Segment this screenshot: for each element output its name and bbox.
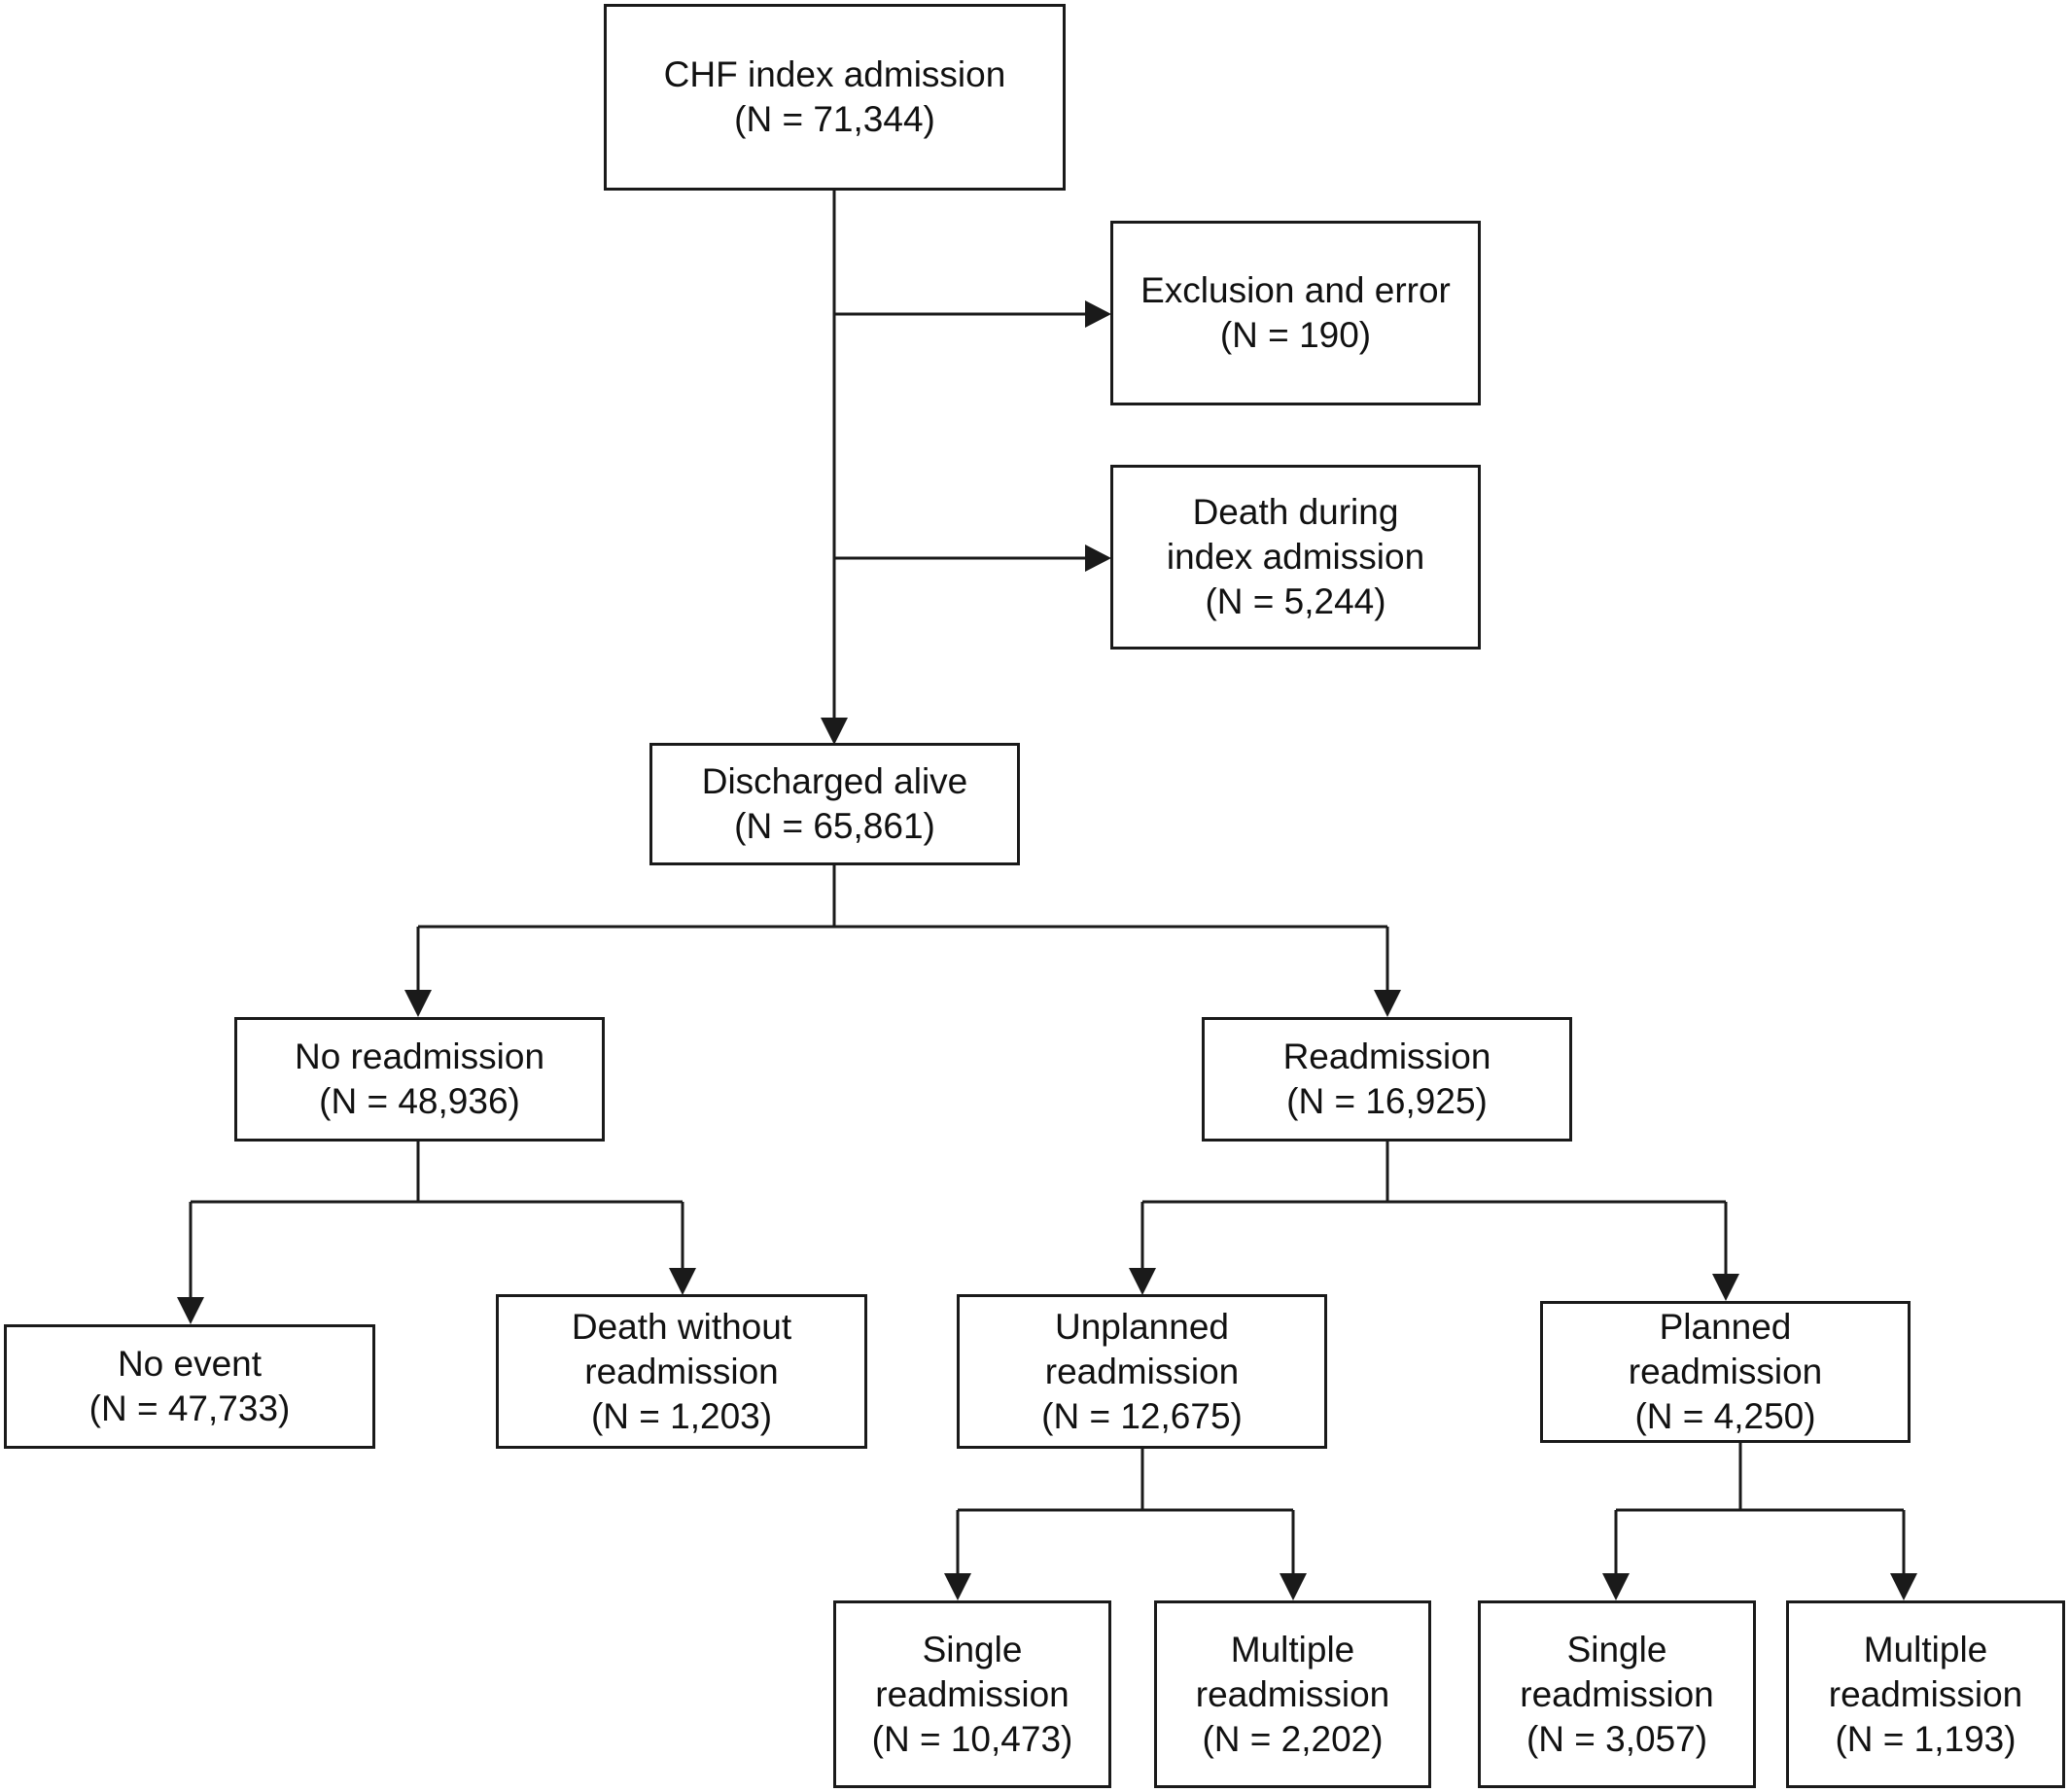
unplanned-multiple-arrowhead <box>1280 1573 1307 1600</box>
exclusion-label: Exclusion and error <box>1140 270 1451 310</box>
unplanned-label-line2: readmission <box>1044 1351 1240 1391</box>
no-readmission-count: (N = 48,936) <box>319 1081 520 1121</box>
death-index-count: (N = 5,244) <box>1205 581 1386 621</box>
readmission-box: Readmission (N = 16,925) <box>1202 1017 1572 1142</box>
unplanned-multiple-readmission-box: Multiple readmission (N = 2,202) <box>1154 1600 1431 1788</box>
unplanned-count: (N = 12,675) <box>1041 1395 1243 1436</box>
unplanned-arrowhead <box>1129 1268 1156 1295</box>
planned-label-line1: Planned <box>1659 1307 1792 1347</box>
discharged-alive-box: Discharged alive (N = 65,861) <box>649 743 1020 865</box>
exclusion-arrowhead <box>1085 300 1111 328</box>
exclusion-count: (N = 190) <box>1219 315 1372 355</box>
discharged-alive-label: Discharged alive <box>701 761 968 801</box>
planned-readmission-box: Planned readmission (N = 4,250) <box>1540 1301 1911 1443</box>
planned-split <box>1614 1443 1906 1585</box>
planned-single-label-line2: readmission <box>1520 1673 1714 1714</box>
unplanned-single-label-line1: Single <box>922 1629 1023 1669</box>
unplanned-split <box>956 1449 1295 1585</box>
death-without-count: (N = 1,203) <box>590 1395 773 1436</box>
death-without-label-line2: readmission <box>584 1351 779 1391</box>
no-readmission-split <box>189 1142 684 1309</box>
readmission-count: (N = 16,925) <box>1286 1081 1488 1121</box>
planned-multiple-readmission-box: Multiple readmission (N = 1,193) <box>1786 1600 2065 1788</box>
trunk-arrowhead <box>821 718 848 745</box>
planned-single-readmission-box: Single readmission (N = 3,057) <box>1478 1600 1756 1788</box>
planned-single-arrowhead <box>1602 1573 1630 1600</box>
death-index-box: Death during index admission (N = 5,244) <box>1110 465 1481 650</box>
unplanned-readmission-box: Unplanned readmission (N = 12,675) <box>957 1294 1327 1449</box>
unplanned-single-count: (N = 10,473) <box>871 1718 1073 1759</box>
exclusion-box: Exclusion and error (N = 190) <box>1110 221 1481 405</box>
no-event-arrowhead <box>177 1297 204 1324</box>
death-index-label-line2: index admission <box>1166 537 1425 577</box>
unplanned-single-arrowhead <box>944 1573 971 1600</box>
no-readmission-label: No readmission <box>294 1037 545 1076</box>
planned-single-label-line1: Single <box>1566 1629 1667 1669</box>
unplanned-single-readmission-box: Single readmission (N = 10,473) <box>833 1600 1111 1788</box>
no-event-count: (N = 47,733) <box>88 1388 291 1428</box>
death-index-label-line1: Death during <box>1192 492 1399 532</box>
no-event-box: No event (N = 47,733) <box>4 1324 375 1449</box>
no-event-label: No event <box>117 1344 263 1384</box>
unplanned-multiple-label-line2: readmission <box>1195 1673 1390 1714</box>
readmission-split <box>1140 1142 1728 1285</box>
planned-count: (N = 4,250) <box>1634 1396 1816 1436</box>
death-without-arrowhead <box>669 1268 696 1295</box>
planned-single-count: (N = 3,057) <box>1525 1718 1708 1759</box>
no-readmission-arrowhead <box>404 990 432 1017</box>
planned-multiple-arrowhead <box>1890 1573 1917 1600</box>
no-readmission-box: No readmission (N = 48,936) <box>234 1017 605 1142</box>
planned-multiple-count: (N = 1,193) <box>1835 1718 2016 1759</box>
death-index-arrowhead <box>1085 545 1111 572</box>
planned-label-line2: readmission <box>1628 1352 1823 1391</box>
index-admission-count: (N = 71,344) <box>734 99 935 139</box>
index-admission-label: CHF index admission <box>663 54 1006 94</box>
unplanned-label-line1: Unplanned <box>1055 1306 1229 1347</box>
planned-multiple-label-line2: readmission <box>1828 1673 2023 1714</box>
death-without-label-line1: Death without <box>571 1306 792 1347</box>
unplanned-multiple-label-line1: Multiple <box>1230 1629 1355 1669</box>
planned-multiple-label-line1: Multiple <box>1863 1629 1988 1669</box>
planned-arrowhead <box>1712 1274 1739 1301</box>
readmission-label: Readmission <box>1282 1037 1491 1076</box>
readmission-arrowhead <box>1374 990 1401 1017</box>
index-admission-box: CHF index admission (N = 71,344) <box>604 4 1066 191</box>
death-without-readmission-box: Death without readmission (N = 1,203) <box>496 1294 867 1449</box>
unplanned-multiple-count: (N = 2,202) <box>1202 1718 1384 1759</box>
discharged-alive-count: (N = 65,861) <box>734 806 935 846</box>
unplanned-single-label-line2: readmission <box>875 1673 1070 1714</box>
discharged-split <box>416 865 1389 1001</box>
